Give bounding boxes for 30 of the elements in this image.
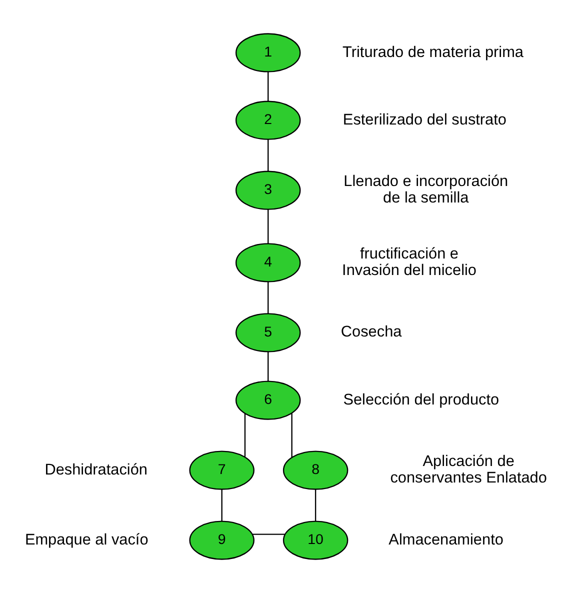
- connector: [268, 208, 269, 244]
- node-ellipse: 6: [236, 380, 301, 420]
- node-label: Triturado de materia prima: [342, 43, 524, 60]
- node-ellipse: 8: [282, 450, 348, 490]
- connector: [268, 351, 269, 381]
- node-label: Deshidratación: [44, 460, 148, 478]
- connector: [244, 412, 246, 456]
- connector: [252, 533, 286, 534]
- node-label: Almacenamiento: [388, 530, 504, 548]
- node-label: fructificación e Invasión del micelio: [342, 244, 477, 279]
- connector: [268, 138, 269, 171]
- node-label: Esterilizado del sustrato: [342, 110, 506, 128]
- node-ellipse: 9: [189, 520, 254, 560]
- connector: [268, 71, 269, 101]
- node-label: Selección del producto: [343, 390, 500, 408]
- node-ellipse: 1: [236, 32, 301, 72]
- connector: [221, 488, 222, 521]
- node-ellipse: 7: [189, 450, 254, 490]
- node-label: Cosecha: [340, 323, 402, 340]
- node-ellipse: 5: [236, 312, 301, 352]
- node-ellipse: 2: [236, 100, 301, 140]
- connector: [291, 412, 292, 458]
- connector: [268, 281, 269, 314]
- node-ellipse: 3: [236, 170, 301, 210]
- node-ellipse: 10: [282, 520, 348, 560]
- node-label: Empaque al vacío: [24, 530, 148, 548]
- connector: [314, 488, 316, 521]
- node-ellipse: 4: [236, 242, 301, 282]
- node-label: Aplicación de conservantes Enlatado: [390, 452, 547, 486]
- node-label: Llenado e incorporación de la semilla: [344, 172, 508, 206]
